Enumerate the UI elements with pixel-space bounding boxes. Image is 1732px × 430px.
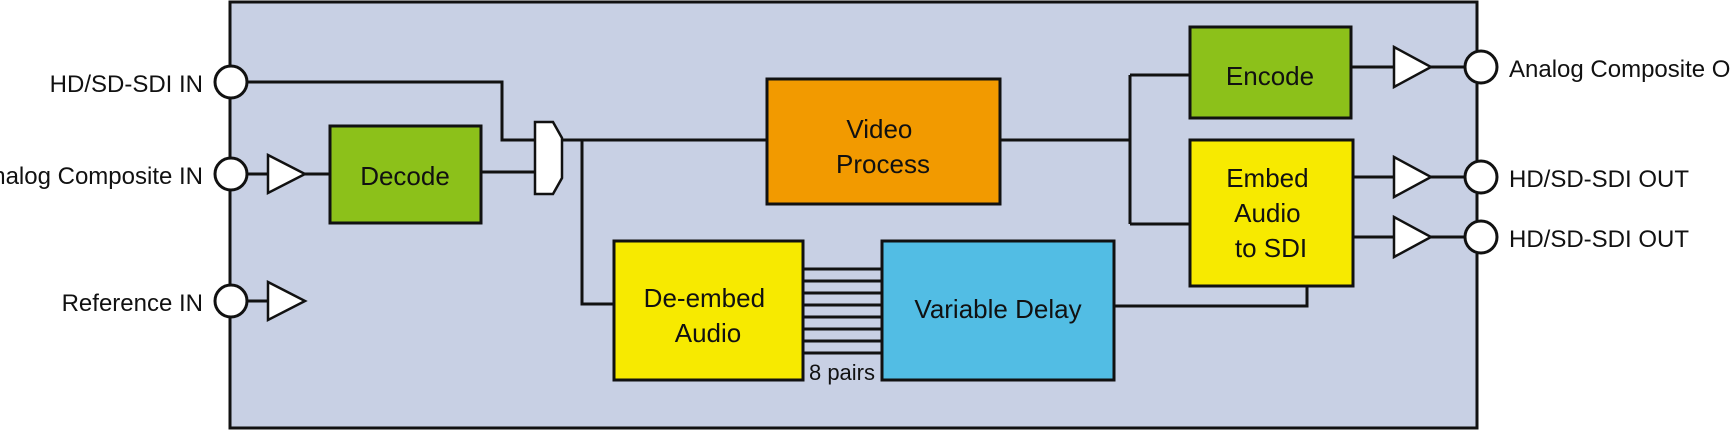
port-reference-in[interactable]	[213, 283, 249, 319]
video-process-label: Video Process	[836, 114, 930, 179]
label-hd-sdi-in: HD/SD-SDI IN	[50, 71, 203, 98]
port-sdi-out-1[interactable]	[1463, 159, 1499, 195]
block-video-process: Video Process	[765, 77, 1002, 206]
audio-pairs-label: 8 pairs	[809, 360, 875, 385]
audio-pair-lines	[803, 267, 882, 355]
port-analog-in[interactable]	[213, 156, 249, 192]
label-sdi-out-2: HD/SD-SDI OUT	[1509, 226, 1689, 253]
block-deembed-audio: De-embed Audio	[612, 239, 805, 382]
embed-audio-label: Embed Audio to SDI	[1226, 163, 1316, 263]
buffer-triangle-reference-in	[266, 279, 308, 323]
buffer-triangle-sdi-out-1	[1392, 154, 1434, 200]
buffer-triangle-analog-in	[266, 152, 308, 196]
variable-delay-label: Variable Delay	[914, 294, 1081, 324]
input-multiplexer	[533, 120, 564, 196]
block-variable-delay: Variable Delay	[880, 239, 1116, 382]
block-decode: Decode	[328, 124, 483, 225]
label-sdi-out-1: HD/SD-SDI OUT	[1509, 166, 1689, 193]
port-sdi-out-2[interactable]	[1463, 219, 1499, 255]
decode-label: Decode	[360, 161, 450, 191]
wire-delay-to-embed	[1114, 286, 1309, 308]
label-analog-out: Analog Composite OUT	[1509, 56, 1732, 83]
wire-sdi-in-to-mux	[246, 80, 535, 142]
label-analog-in: Analog Composite IN	[0, 163, 203, 190]
port-analog-out[interactable]	[1463, 49, 1499, 85]
buffer-triangle-analog-out	[1392, 44, 1434, 90]
buffer-triangle-sdi-out-2	[1392, 214, 1434, 260]
signal-wires	[246, 65, 1465, 308]
wire-mux-to-deembed	[580, 140, 614, 306]
label-reference-in: Reference IN	[62, 290, 203, 317]
port-hd-sdi-in[interactable]	[213, 64, 249, 100]
block-encode: Encode	[1188, 25, 1353, 120]
deembed-audio-label: De-embed Audio	[644, 283, 773, 348]
block-embed-audio: Embed Audio to SDI	[1188, 138, 1355, 288]
encode-label: Encode	[1226, 61, 1314, 91]
